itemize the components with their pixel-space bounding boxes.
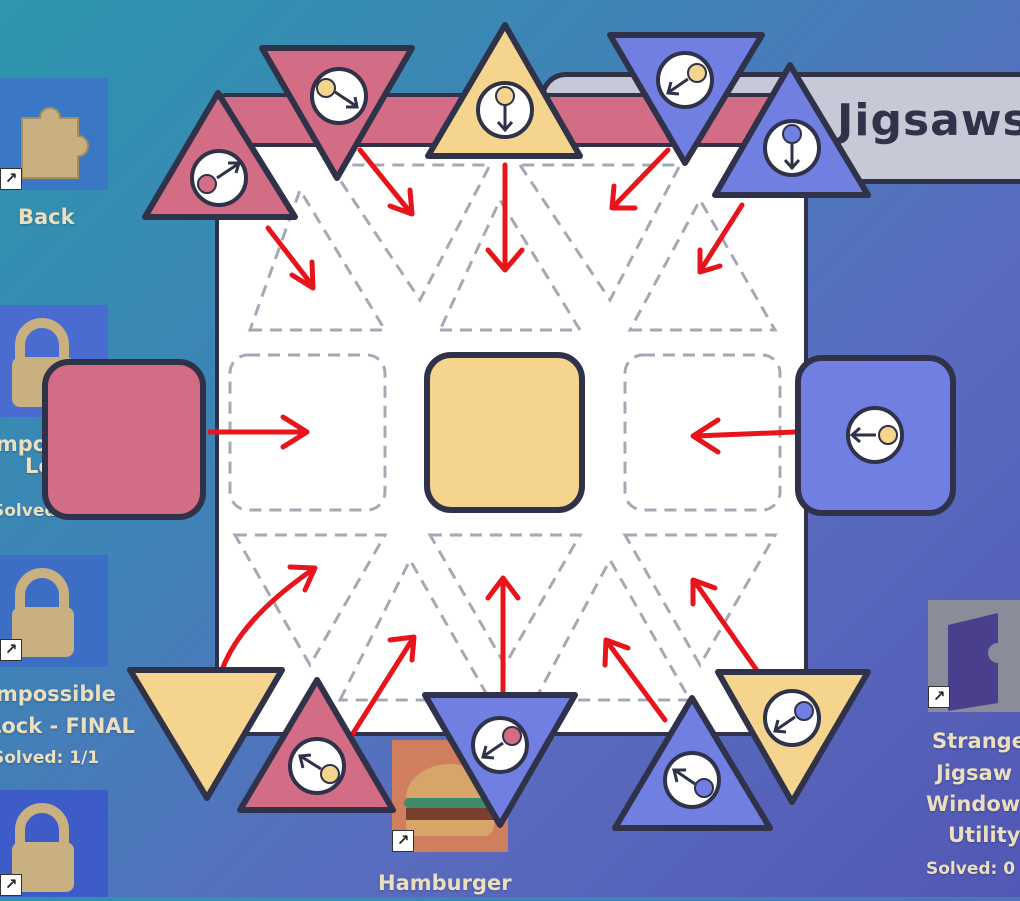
- slot-top-5: [627, 196, 778, 332]
- arrow-right-square: [690, 417, 798, 455]
- strange-jigsaw-label-4: Utility: [948, 823, 1020, 847]
- padlock-icon: [12, 803, 74, 892]
- desktop-icon-impossible-lock-final[interactable]: ↗ Impossible Lock - FINAL Solved: 1/1: [0, 555, 135, 775]
- arrow-top-4: [609, 147, 671, 211]
- indicator-top-5: [763, 119, 821, 177]
- desktop-icon-back[interactable]: ↗ Back: [0, 78, 110, 238]
- desktop-icon-strange-jigsaw[interactable]: ↗ Strange Jigsaw Window Utility Solved: …: [920, 600, 1020, 897]
- piece-indicators: [190, 51, 904, 809]
- piece-bottom-1[interactable]: [127, 667, 285, 801]
- lock-tile: ↗: [0, 790, 108, 897]
- shortcut-badge: ↗: [392, 830, 414, 852]
- lock-tile: ↗: [0, 555, 108, 667]
- strange-jigsaw-label-2: Jigsaw: [936, 761, 1013, 785]
- arrow-bottom-1: [219, 564, 318, 673]
- indicator-bottom-3: [471, 716, 529, 774]
- indicator-top-3: [476, 81, 534, 139]
- arrow-bottom-3: [485, 575, 521, 703]
- arrow-top-1: [265, 225, 316, 291]
- slot-top-3: [437, 196, 583, 332]
- strange-jigsaw-label-3: Window: [926, 792, 1020, 816]
- shortcut-badge: ↗: [0, 874, 22, 896]
- indicator-top-4: [656, 51, 714, 109]
- indicator-top-2: [310, 67, 368, 125]
- arrow-top-3: [485, 162, 525, 273]
- slot-bottom-4: [532, 556, 693, 702]
- hamburger-label: Hamburger: [378, 871, 512, 895]
- strange-jigsaw-label-1: Strange: [932, 729, 1020, 753]
- shortcut-badge: ↗: [928, 686, 950, 708]
- indicator-bottom-2: [288, 737, 346, 795]
- impossible-lock-final-label-1: Impossible: [0, 682, 116, 706]
- slot-bottom-2: [337, 556, 493, 702]
- back-tile: ↗: [0, 78, 108, 190]
- shortcut-badge: ↗: [0, 639, 22, 661]
- window-title: Jigsaws: [837, 95, 1020, 146]
- center-piece[interactable]: [424, 352, 585, 513]
- impossible-lock-solved: Solved: [0, 501, 57, 521]
- indicator-right-square: [846, 406, 904, 464]
- impossible-lock-final-label-2: Lock - FINAL: [0, 714, 135, 738]
- desktop-icon-locked-fourth[interactable]: ↗: [0, 790, 110, 897]
- slot-bottom-5: [622, 533, 778, 669]
- arrow-left-square: [207, 414, 310, 450]
- arrow-bottom-2: [349, 634, 417, 738]
- strange-jigsaw-solved: Solved: 0: [926, 859, 1016, 879]
- slot-top-4: [517, 163, 683, 303]
- arrow-bottom-4: [602, 637, 668, 723]
- slot-top-2: [327, 163, 493, 303]
- impossible-lock-final-solved: Solved: 1/1: [0, 748, 100, 768]
- indicator-bottom-4: [663, 751, 721, 809]
- puzzle-piece-icon: [948, 613, 998, 711]
- arrow-top-2: [357, 147, 415, 217]
- indicator-top-1: [190, 149, 248, 207]
- slot-bottom-3: [427, 533, 583, 669]
- puzzle-piece-icon: [21, 107, 89, 179]
- indicator-bottom-5: [763, 689, 821, 747]
- piece-left-square[interactable]: [42, 359, 206, 520]
- hint-arrows: [207, 147, 798, 738]
- padlock-icon: [12, 568, 74, 657]
- back-label: Back: [18, 205, 75, 229]
- shortcut-badge: ↗: [0, 168, 22, 190]
- strange-jigsaw-tile: ↗: [928, 600, 1020, 712]
- slot-bottom-1: [232, 533, 388, 669]
- slot-top-1: [247, 186, 388, 332]
- arrow-bottom-5: [690, 577, 761, 675]
- arrow-top-5: [697, 202, 745, 275]
